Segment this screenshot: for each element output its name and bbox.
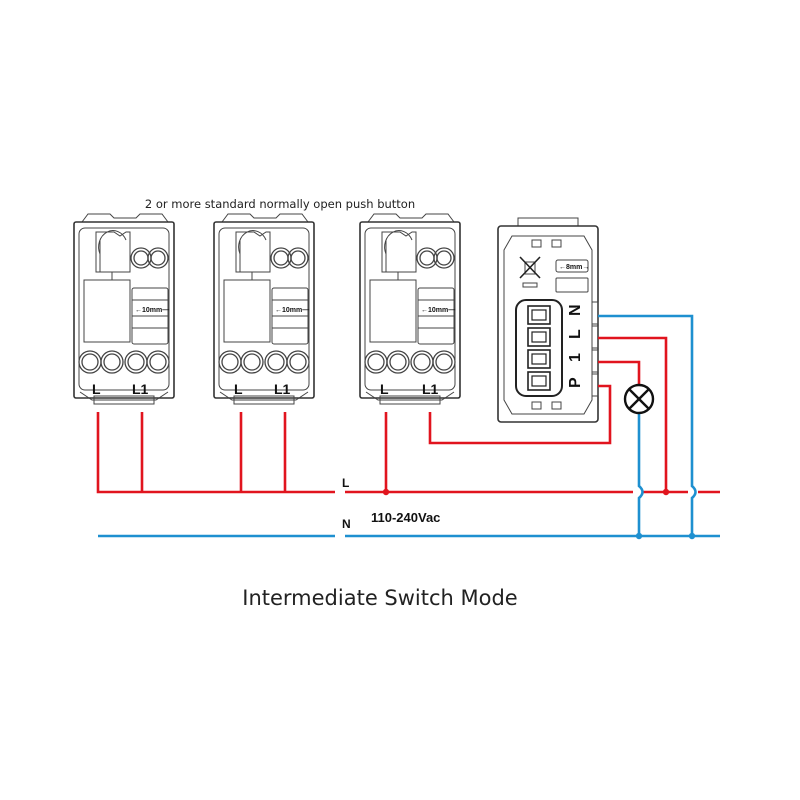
wire-lamp-to-neutral bbox=[637, 414, 644, 536]
smart-switch-module: ←8mm→ N L 1 P bbox=[497, 217, 599, 423]
push-button-3: ←10mm— L L1 bbox=[359, 213, 461, 405]
terminal-L-label: L bbox=[234, 381, 243, 397]
junction-dot bbox=[688, 532, 696, 540]
weee-crossed-bin-icon bbox=[519, 256, 541, 288]
terminal-L1-label: L1 bbox=[422, 381, 439, 397]
live-wire-pb1-L bbox=[96, 412, 335, 494]
dimension-label: ←10mm— bbox=[421, 307, 455, 314]
terminal-L1-label: L1 bbox=[274, 381, 291, 397]
wire-smart-L-to-live bbox=[598, 336, 668, 492]
wire-smart-N-to-neutral bbox=[598, 314, 697, 536]
dimension-label: ←10mm— bbox=[135, 307, 169, 314]
junction-dot bbox=[382, 488, 390, 496]
push-button-1: ←10mm— L L1 bbox=[73, 213, 175, 405]
live-bus-label: L bbox=[342, 476, 350, 490]
push-button-2: ←10mm— L L1 bbox=[213, 213, 315, 405]
terminal-N-label: N bbox=[567, 304, 584, 316]
push-button-caption: 2 or more standard normally open push bu… bbox=[144, 197, 416, 211]
diagram-title: Intermediate Switch Mode bbox=[242, 586, 518, 610]
terminal-P-label: P bbox=[567, 377, 584, 388]
wire-pb3-L1-to-P bbox=[428, 384, 612, 445]
lamp-icon bbox=[623, 383, 655, 415]
supply-voltage-label: 110-240Vac bbox=[371, 510, 441, 525]
terminal-1-label: 1 bbox=[567, 353, 584, 362]
junction-dot bbox=[662, 488, 670, 496]
wire-output-to-lamp bbox=[598, 360, 641, 384]
terminal-L-label: L bbox=[380, 381, 389, 397]
neutral-bus-label: N bbox=[342, 517, 351, 531]
dimension-label: ←10mm— bbox=[275, 307, 309, 314]
junction-dot bbox=[635, 532, 643, 540]
terminal-L-label: L bbox=[567, 329, 584, 339]
terminal-L1-label: L1 bbox=[132, 381, 149, 397]
strip-length-label: ←8mm→ bbox=[559, 264, 589, 271]
terminal-L-label: L bbox=[92, 381, 101, 397]
